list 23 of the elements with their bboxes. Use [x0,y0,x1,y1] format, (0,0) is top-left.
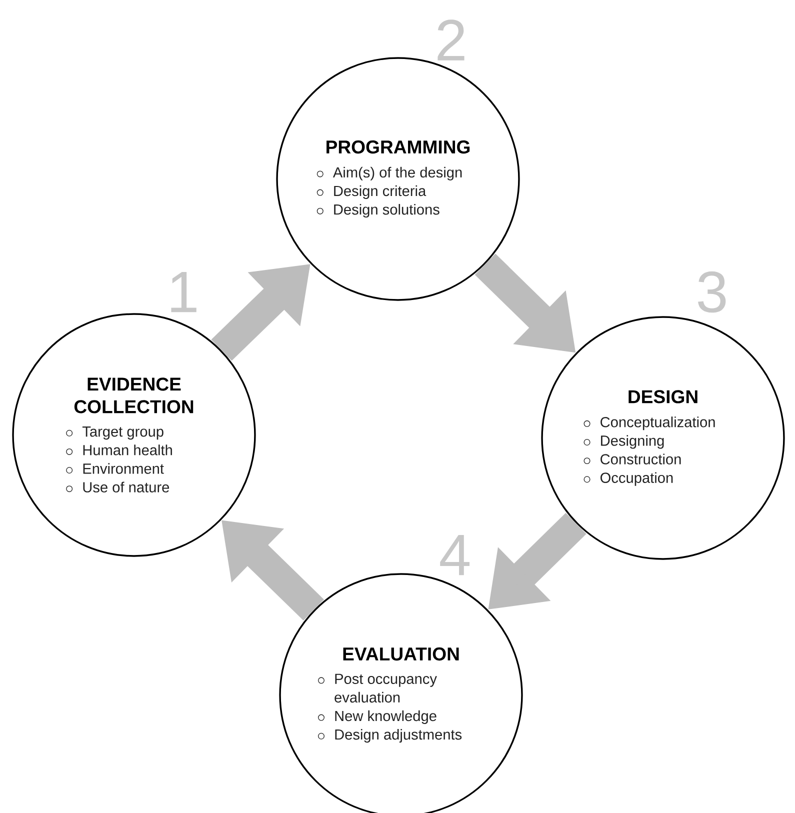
bullet-item: Post occupancy evaluation [318,674,437,703]
step-number: 1 [171,272,196,312]
stage-circle [541,316,785,560]
bullet-item: New knowledge [318,710,436,724]
bullet-item: Human health [66,444,172,456]
stage-heading: PROGRAMMING [326,140,470,154]
bullet-item: Occupation [584,472,673,486]
bullet-item: Design adjustments [318,729,462,743]
step-number: 4 [440,534,470,576]
bullet-item: Use of nature [66,482,170,492]
bullet-item: Design solutions [316,204,440,218]
bullet-item: Environment [66,463,164,474]
bullet-item: Target group [66,426,164,440]
bullet-item: Designing [584,435,664,449]
stage-heading: DESIGN [628,390,698,404]
stage-circle [12,313,256,557]
stage-heading: EVIDENCE COLLECTION [74,378,194,414]
bullet-item: Construction [584,454,681,464]
bullet-item: Conceptualization [584,416,715,430]
stage-heading: EVALUATION [343,647,459,661]
bullet-item: Design criteria [316,185,426,199]
bullet-item: Aim(s) of the design [316,166,462,180]
step-number: 2 [438,20,464,60]
